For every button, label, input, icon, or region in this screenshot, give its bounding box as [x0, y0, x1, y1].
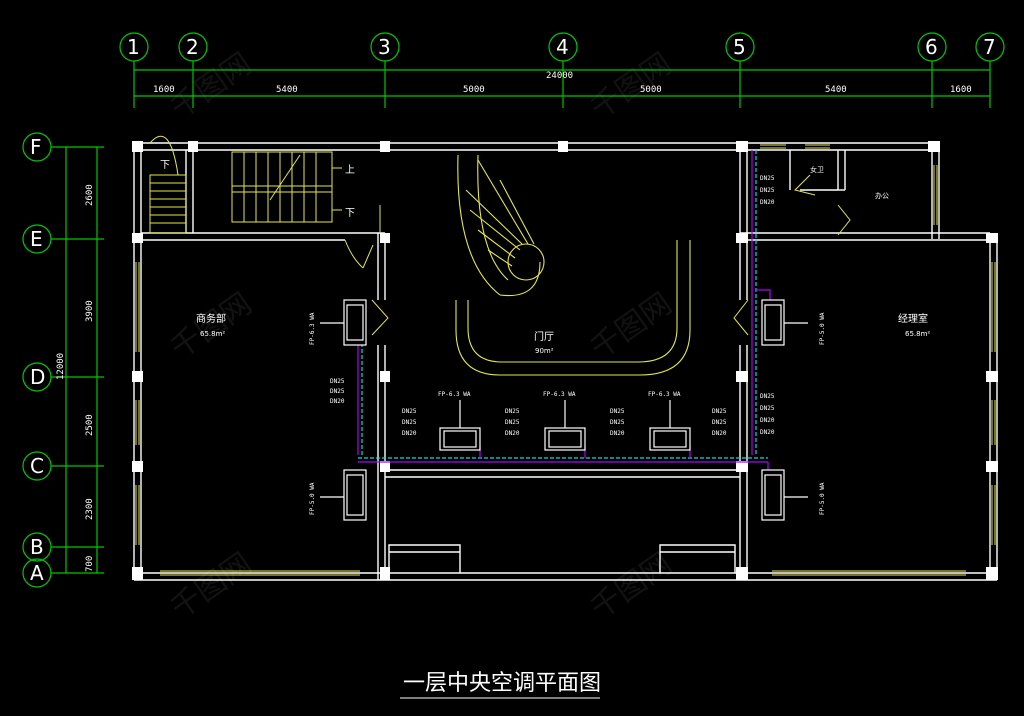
pipe-tag: DN20	[402, 430, 417, 437]
walls	[133, 142, 998, 581]
stair-labels: 上 下 下	[160, 160, 355, 219]
pipe-tag: DN25	[610, 419, 625, 426]
stair-down-label: 下	[345, 208, 355, 219]
pipe-tag: DN25	[760, 187, 775, 194]
fan-coil-units	[320, 299, 808, 521]
watermark: 千图网	[585, 546, 679, 626]
dim-top-seg-5: 5400	[825, 85, 847, 95]
left-axis-bubbles	[22, 132, 104, 588]
pipe-tag: DN25	[610, 408, 625, 415]
stair-up-label: 上	[345, 164, 355, 176]
pipe-tag: DN20	[760, 199, 775, 206]
pipe-tag: DN25	[760, 393, 775, 400]
watermark: 千图网	[585, 46, 679, 126]
pipe-tag: DN25	[402, 408, 417, 415]
dim-left-total: 12000	[56, 353, 66, 380]
fcu-right-top-label: FP-5.0 WA	[819, 312, 826, 345]
dim-top-seg-4: 5000	[640, 85, 662, 95]
top-axis-labels: 1 2 3 4 5 6 7 24000 1600 5400 5000 5000 …	[127, 35, 996, 95]
room-lobby-area: 90m²	[535, 347, 554, 355]
pipe-tag: DN25	[402, 419, 417, 426]
pipe-tag: DN25	[330, 378, 345, 385]
pipe-tag: DN25	[712, 408, 727, 415]
pipe-tag: DN25	[330, 388, 345, 395]
axis-label-row-D: D	[30, 365, 45, 389]
dim-top-total: 24000	[546, 71, 573, 81]
dim-left-seg-1: 2600	[85, 184, 95, 206]
watermark: 千图网	[585, 286, 679, 366]
stair-left	[149, 135, 187, 234]
room-manager-name: 经理室	[898, 312, 928, 325]
pipe-tag: DN25	[760, 175, 775, 182]
axis-label-col-7: 7	[983, 35, 996, 59]
room-manager-area: 65.8m²	[905, 330, 930, 338]
axis-label-col-6: 6	[925, 35, 938, 59]
pipe-tag: DN20	[760, 429, 775, 436]
dim-top-seg-3: 5000	[463, 85, 485, 95]
pipe-tag: DN20	[505, 430, 520, 437]
pipe-tag: DN25	[712, 419, 727, 426]
left-axis-labels: F E D C B A 12000 2600 3900 2500 2300 70…	[30, 135, 95, 585]
fcu-left-top-label: FP-6.3 WA	[309, 312, 316, 345]
axis-label-row-B: B	[30, 535, 44, 559]
axis-label-row-A: A	[30, 561, 44, 585]
pipe-tag: DN20	[760, 417, 775, 424]
fcu-mid-3-label: FP-6.3 WA	[648, 391, 681, 398]
fcu-left-bottom-label: FP-5.0 WA	[309, 482, 316, 515]
axis-label-row-C: C	[30, 454, 44, 478]
watermark-layer: 千图网 千图网 千图网 千图网 千图网 千图网	[165, 46, 679, 626]
axis-label-col-1: 1	[127, 35, 140, 59]
stair-main	[231, 151, 342, 223]
drawing-title: 一层中央空调平面图	[403, 671, 601, 696]
stair-side-label: 下	[160, 160, 170, 171]
pipe-tag: DN20	[712, 430, 727, 437]
doors	[344, 174, 851, 336]
dim-left-seg-3: 2500	[85, 414, 95, 436]
room-toilet-name: 女卫	[810, 165, 824, 174]
pipe-tag: DN20	[330, 398, 345, 405]
axis-label-row-F: F	[30, 135, 42, 159]
room-lobby-name: 门厅	[534, 330, 554, 343]
pipes	[357, 150, 771, 470]
axis-label-col-4: 4	[556, 35, 569, 59]
drawing-title-group: 一层中央空调平面图	[400, 671, 601, 699]
watermark: 千图网	[165, 286, 259, 366]
watermark: 千图网	[165, 546, 259, 626]
dim-left-seg-4: 2300	[85, 498, 95, 520]
fcu-mid-1-label: FP-6.3 WA	[438, 391, 471, 398]
watermark: 千图网	[165, 46, 259, 126]
spiral-stair	[455, 154, 691, 376]
pipe-tag: DN25	[505, 419, 520, 426]
dim-top-seg-6: 1600	[950, 85, 972, 95]
pipe-tag: DN25	[760, 405, 775, 412]
axis-label-col-2: 2	[186, 35, 199, 59]
room-reception-name: 商务部	[196, 312, 226, 325]
room-corridor-name: 办公	[875, 191, 889, 200]
pipe-size-tags: DN25 DN25 DN20 DN25 DN25 DN20 DN25 DN25 …	[330, 175, 775, 437]
fcu-tags: FP-6.3 WA FP-5.0 WA FP-5.0 WA FP-5.0 WA …	[309, 312, 826, 515]
columns	[132, 141, 998, 580]
axis-label-col-5: 5	[733, 35, 746, 59]
axis-label-row-E: E	[30, 227, 43, 251]
room-reception-area: 65.8m²	[200, 330, 225, 338]
windows	[135, 144, 996, 576]
dim-left-seg-5: 700	[85, 556, 95, 572]
room-labels: 商务部 65.8m² 门厅 90m² 经理室 65.8m² 女卫 办公	[196, 165, 930, 355]
fcu-mid-2-label: FP-6.3 WA	[543, 391, 576, 398]
axis-label-col-3: 3	[378, 35, 391, 59]
dim-left-seg-2: 3900	[85, 300, 95, 322]
fcu-right-bottom-label: FP-5.0 WA	[819, 482, 826, 515]
dim-top-seg-1: 1600	[153, 85, 175, 95]
top-axis-bubbles	[119, 32, 1005, 108]
dim-top-seg-2: 5400	[276, 85, 298, 95]
pipe-tag: DN20	[610, 430, 625, 437]
pipe-tag: DN25	[505, 408, 520, 415]
